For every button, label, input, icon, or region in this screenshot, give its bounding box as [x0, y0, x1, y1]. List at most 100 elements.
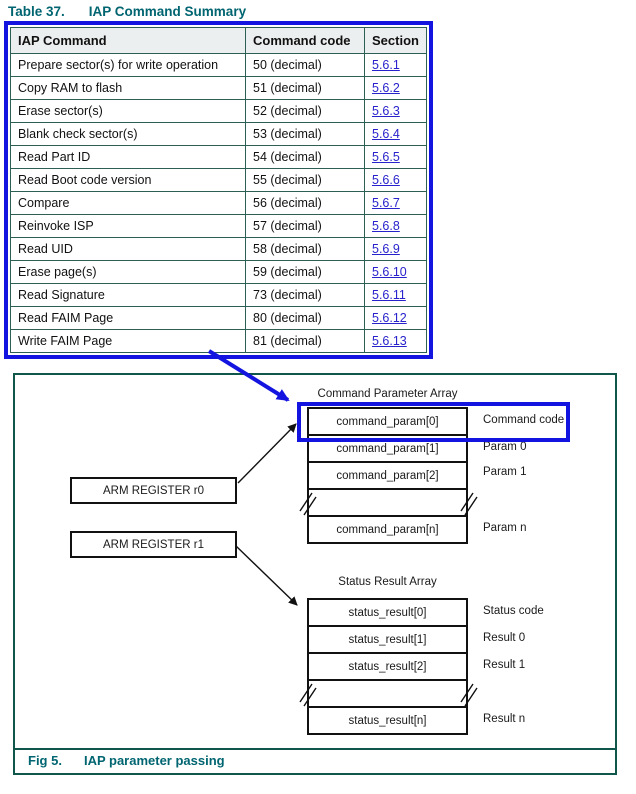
figure-caption-text: IAP parameter passing — [83, 753, 225, 768]
section-link[interactable]: 5.6.9 — [372, 242, 400, 256]
col-header-code: Command code — [245, 27, 365, 54]
command-cell: Erase sector(s) — [10, 99, 246, 123]
section-link[interactable]: 5.6.10 — [372, 265, 407, 279]
iap-command-table-highlight: IAP Command Command code Section Prepare… — [4, 21, 433, 359]
array-break — [307, 679, 468, 708]
table-title-number: Table 37. — [8, 4, 65, 19]
array-cell: command_param[n] — [307, 515, 468, 544]
arm-register-r0-box: ARM REGISTER r0 — [70, 477, 237, 504]
status-result-array: status_result[0] status_result[1] status… — [307, 598, 468, 735]
section-cell: 5.6.10 — [364, 260, 427, 284]
status-array-annotation: Status code — [483, 605, 544, 617]
command-cell: Blank check sector(s) — [10, 122, 246, 146]
command-cell: Compare — [10, 191, 246, 215]
section-link[interactable]: 5.6.12 — [372, 311, 407, 325]
command-cell: Read UID — [10, 237, 246, 261]
section-link[interactable]: 5.6.1 — [372, 58, 400, 72]
section-link[interactable]: 5.6.8 — [372, 219, 400, 233]
array-cell: status_result[n] — [307, 706, 468, 735]
section-cell: 5.6.3 — [364, 99, 427, 123]
section-cell: 5.6.2 — [364, 76, 427, 100]
code-cell: 51 (decimal) — [245, 76, 365, 100]
code-cell: 52 (decimal) — [245, 99, 365, 123]
section-link[interactable]: 5.6.11 — [372, 288, 406, 302]
status-array-annotation: Result 0 — [483, 632, 526, 644]
section-cell: 5.6.11 — [364, 283, 427, 307]
section-cell: 5.6.9 — [364, 237, 427, 261]
code-cell: 80 (decimal) — [245, 306, 365, 330]
code-cell: 55 (decimal) — [245, 168, 365, 192]
command-cell: Read Signature — [10, 283, 246, 307]
command-cell: Prepare sector(s) for write operation — [10, 53, 246, 77]
command-array-annotation: Param 0 — [483, 441, 527, 453]
code-cell: 73 (decimal) — [245, 283, 365, 307]
table-header-row: IAP Command Command code Section — [10, 27, 427, 54]
section-link[interactable]: 5.6.7 — [372, 196, 400, 210]
section-cell: 5.6.13 — [364, 329, 427, 353]
table-row: Erase page(s)59 (decimal) 5.6.10 — [10, 260, 427, 284]
command-cell: Read Boot code version — [10, 168, 246, 192]
figure-caption-number: Fig 5. — [28, 753, 62, 768]
col-header-section: Section — [364, 27, 427, 54]
command-array-annotation: Command code — [483, 414, 565, 426]
section-cell: 5.6.5 — [364, 145, 427, 169]
highlight-box — [297, 402, 570, 442]
figure-caption: Fig 5. IAP parameter passing — [28, 753, 225, 768]
command-cell: Read Part ID — [10, 145, 246, 169]
iap-command-table: IAP Command Command code Section Prepare… — [10, 27, 427, 353]
command-cell: Read FAIM Page — [10, 306, 246, 330]
command-cell: Copy RAM to flash — [10, 76, 246, 100]
section-link[interactable]: 5.6.5 — [372, 150, 400, 164]
status-array-title: Status Result Array — [338, 576, 437, 588]
code-cell: 53 (decimal) — [245, 122, 365, 146]
command-cell: Write FAIM Page — [10, 329, 246, 353]
code-cell: 54 (decimal) — [245, 145, 365, 169]
code-cell: 58 (decimal) — [245, 237, 365, 261]
command-array-annotation: Param 1 — [483, 466, 527, 478]
section-cell: 5.6.7 — [364, 191, 427, 215]
section-link[interactable]: 5.6.6 — [372, 173, 400, 187]
status-array-annotation: Result n — [483, 713, 526, 725]
section-link[interactable]: 5.6.2 — [372, 81, 400, 95]
command-array-title: Command Parameter Array — [317, 388, 458, 400]
section-cell: 5.6.8 — [364, 214, 427, 238]
code-cell: 50 (decimal) — [245, 53, 365, 77]
status-array-annotation: Result 1 — [483, 659, 526, 671]
section-link[interactable]: 5.6.13 — [372, 334, 407, 348]
array-cell: command_param[2] — [307, 461, 468, 490]
caption-separator — [15, 748, 615, 750]
array-break — [307, 488, 468, 517]
col-header-command: IAP Command — [10, 27, 246, 54]
command-array-annotation: Param n — [483, 522, 527, 534]
table-row: Erase sector(s)52 (decimal) 5.6.3 — [10, 99, 427, 123]
array-cell: status_result[0] — [307, 598, 468, 627]
command-cell: Reinvoke ISP — [10, 214, 246, 238]
command-cell: Erase page(s) — [10, 260, 246, 284]
section-cell: 5.6.4 — [364, 122, 427, 146]
code-cell: 81 (decimal) — [245, 329, 365, 353]
table-title-text: IAP Command Summary — [88, 4, 247, 19]
array-cell: status_result[1] — [307, 625, 468, 654]
code-cell: 56 (decimal) — [245, 191, 365, 215]
code-cell: 57 (decimal) — [245, 214, 365, 238]
section-link[interactable]: 5.6.3 — [372, 104, 400, 118]
arm-register-r1-box: ARM REGISTER r1 — [70, 531, 237, 558]
section-cell: 5.6.1 — [364, 53, 427, 77]
command-parameter-array: command_param[0] command_param[1] comman… — [307, 407, 468, 544]
section-cell: 5.6.6 — [364, 168, 427, 192]
code-cell: 59 (decimal) — [245, 260, 365, 284]
section-link[interactable]: 5.6.4 — [372, 127, 400, 141]
array-cell: status_result[2] — [307, 652, 468, 681]
table-row: Blank check sector(s)53 (decimal) 5.6.4 — [10, 122, 427, 146]
